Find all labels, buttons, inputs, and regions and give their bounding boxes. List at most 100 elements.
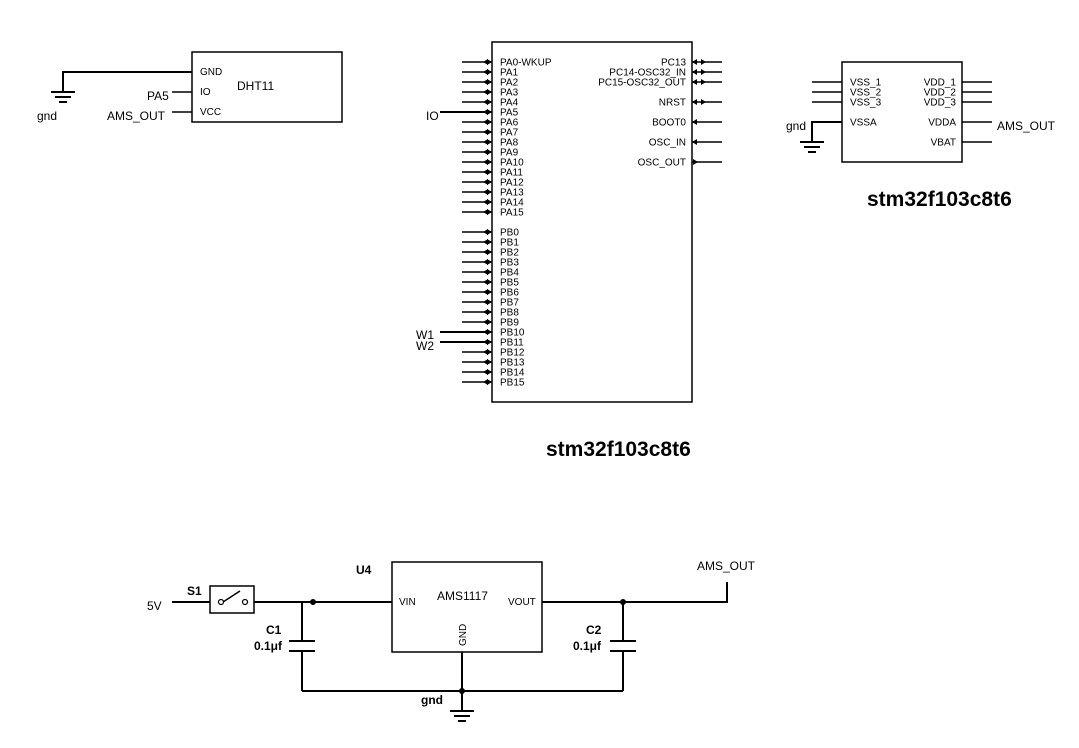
dht11-pin-vcc: VCC (200, 107, 221, 118)
junction-dot (310, 599, 316, 605)
pin-arrow-icon (487, 349, 492, 355)
mcu-left-pin-label: PA13 (500, 188, 524, 199)
pin-arrow-icon (487, 129, 492, 135)
switch-lever-icon (222, 590, 241, 603)
mcu-left-pin-label: PB11 (500, 338, 524, 349)
mcu-left-pin-label: PB2 (500, 248, 519, 259)
mcu-power-right-pin: VDD_3 (924, 98, 992, 109)
pin-arrow-icon (483, 139, 488, 145)
pin-arrow-icon (487, 239, 492, 245)
pin-arrow-icon (487, 229, 492, 235)
mcu-power-right-pin: VDDA (928, 118, 992, 129)
pin-arrow-icon (483, 279, 488, 285)
mcu-left-pin: PA8 (462, 138, 519, 149)
pin-arrow-icon (487, 289, 492, 295)
mcu-left-pin: PB1 (462, 238, 519, 249)
regulator-pin-vin: VIN (399, 597, 416, 608)
pin-arrow-icon (692, 99, 697, 105)
mcu-left-pin-label: PA4 (500, 98, 519, 109)
junction-dot (459, 688, 465, 694)
mcu-right-pin: OSC_OUT (638, 158, 722, 169)
mcu-right-pin: NRST (659, 98, 722, 109)
mcu-main-left-pins: PA0-WKUPPA1PA2PA3PA4PA5PA6PA7PA8PA9PA10P… (462, 58, 552, 389)
pin-arrow-icon (487, 209, 492, 215)
pin-arrow-icon (483, 119, 488, 125)
pin-arrow-icon (487, 199, 492, 205)
mcu-left-pin: PA7 (462, 128, 519, 139)
mcu-left-pin: PB2 (462, 248, 519, 259)
mcu-power-left-pin-label: VSS_1 (850, 78, 882, 89)
mcu-left-pin-label: PA15 (500, 208, 524, 219)
dht11-pin-io: IO (200, 87, 211, 98)
pin-arrow-icon (487, 169, 492, 175)
mcu-left-pin: PB5 (462, 278, 519, 289)
pin-arrow-icon (487, 379, 492, 385)
mcu-power-left-pin: VSS_3 (812, 98, 882, 109)
pin-arrow-icon (487, 139, 492, 145)
mcu-left-pin-label: PB15 (500, 378, 525, 389)
mcu-power-body (841, 61, 963, 163)
mcu-power-left-pin: VSS_1 (812, 78, 882, 89)
dht11-io-net-label: PA5 (147, 89, 169, 103)
pin-arrow-icon (483, 369, 488, 375)
regulator-u4: AMS1117 VIN VOUT GND U4 (356, 561, 543, 653)
mcu-left-pin-label: PA0-WKUP (500, 58, 552, 69)
vout-wire (542, 582, 728, 603)
dht11-gnd-net-label: gnd (37, 109, 57, 123)
mcu-power-vssa-wire (811, 121, 842, 142)
mcu-right-pin-label: PC13 (661, 58, 686, 69)
pin-arrow-icon (483, 309, 488, 315)
pin-arrow-icon (483, 159, 488, 165)
pin-arrow-icon (701, 59, 706, 65)
mcu-left-pin-label: PB10 (500, 328, 525, 339)
pin-arrow-icon (701, 99, 706, 105)
mcu-left-pin: PA13 (462, 188, 524, 199)
mcu-left-pin-label: PB9 (500, 318, 519, 329)
pin-arrow-icon (483, 169, 488, 175)
mcu-left-pin: PA9 (462, 148, 519, 159)
mcu-power-title: stm32f103c8t6 (867, 188, 1012, 211)
pin-arrow-icon (483, 259, 488, 265)
pin-arrow-icon (487, 69, 492, 75)
mcu-power-left-pin-label: VSS_3 (850, 98, 882, 109)
mcu-power-right-pin-label: VDD_1 (924, 78, 957, 89)
mcu-left-pin: PA4 (462, 98, 519, 109)
pin-arrow-icon (483, 189, 488, 195)
mcu-left-pin-label: PB6 (500, 288, 519, 299)
mcu-right-pin-label: PC15-OSC32_OUT (598, 78, 686, 89)
mcu-power-right-pin: VDD_2 (924, 88, 992, 99)
pin-arrow-icon (487, 279, 492, 285)
pin-arrow-icon (483, 209, 488, 215)
pin-arrow-icon (487, 249, 492, 255)
mcu-left-pin-label: PB1 (500, 238, 519, 249)
pin-arrow-icon (487, 159, 492, 165)
mcu-main-component: PA0-WKUPPA1PA2PA3PA4PA5PA6PA7PA8PA9PA10P… (416, 41, 722, 461)
mcu-left-pin-label: PA14 (500, 198, 524, 209)
pin-arrow-icon (487, 259, 492, 265)
mcu-right-pin: PC14-OSC32_IN (609, 68, 722, 79)
c2-ref: C2 (586, 623, 602, 637)
mcu-main-body (491, 41, 693, 403)
gnd-net-label: gnd (421, 693, 443, 707)
mcu-left-pin: PA14 (462, 198, 524, 209)
mcu-power-vdda-net-label: AMS_OUT (997, 119, 1056, 133)
pin-arrow-icon (487, 149, 492, 155)
ground-symbol-icon (450, 710, 474, 722)
pin-arrow-icon (487, 269, 492, 275)
pin-arrow-icon (487, 179, 492, 185)
pin-arrow-icon (483, 269, 488, 275)
mcu-right-pin-label: PC14-OSC32_IN (609, 68, 686, 79)
mcu-power-right-pin-label: VDD_3 (924, 98, 957, 109)
mcu-left-pin: PA2 (462, 78, 519, 89)
mcu-right-pin: OSC_IN (649, 138, 722, 149)
mcu-left-pin: PA10 (462, 158, 524, 169)
pin-arrow-icon (487, 369, 492, 375)
mcu-right-pin-label: OSC_OUT (638, 158, 686, 169)
pin-arrow-icon (487, 319, 492, 325)
pin-arrow-icon (487, 89, 492, 95)
ground-symbol-icon (51, 91, 75, 103)
pin-arrow-icon (483, 179, 488, 185)
pin-arrow-icon (487, 99, 492, 105)
mcu-left-pin: PB0 (462, 228, 519, 239)
